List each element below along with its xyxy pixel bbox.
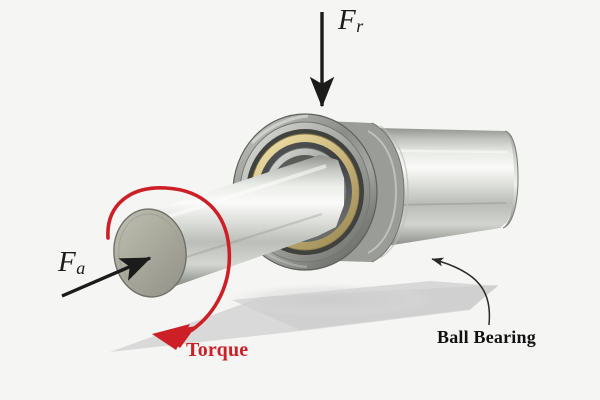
axial-force-symbol: F: [58, 246, 76, 278]
ball-bearing-label: Ball Bearing: [437, 327, 536, 347]
ground-shadow: [110, 281, 498, 352]
radial-force-label: Fr: [338, 4, 364, 37]
axial-force-arrow: [61, 256, 152, 298]
radial-force-symbol: F: [338, 4, 356, 36]
axial-force-label: Fa: [58, 246, 86, 279]
torque-label: Torque: [186, 339, 249, 361]
torque-arrow: [106, 186, 232, 350]
axial-force-subscript: a: [76, 258, 86, 279]
ball-bearing-leader: [431, 257, 491, 326]
radial-force-subscript: r: [356, 16, 364, 37]
